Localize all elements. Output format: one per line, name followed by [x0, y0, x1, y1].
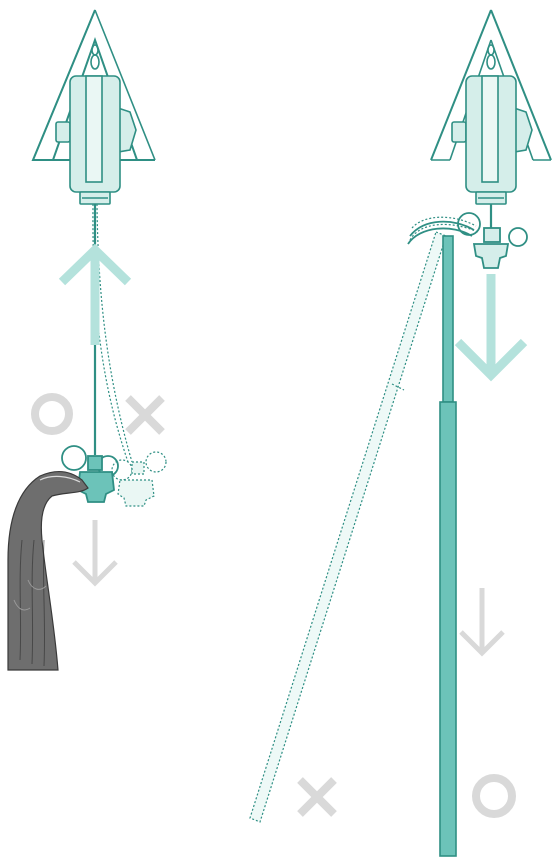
hook-dashed [409, 216, 479, 241]
plug-right [457, 212, 528, 269]
reel-housing-left [31, 9, 156, 205]
hook-solid [407, 220, 475, 245]
down-arrow-icon [72, 520, 118, 587]
pole-solid [439, 235, 457, 857]
pole-dashed [249, 231, 447, 823]
plug-dashed [111, 451, 167, 507]
side-knob-left [55, 121, 71, 143]
cord-dashed [92, 203, 129, 463]
down-arrow-icon [454, 274, 528, 382]
circle-ok-icon [31, 393, 73, 435]
hand-arm [7, 471, 89, 671]
up-arrow-icon [58, 243, 132, 345]
cross-ng-icon [297, 777, 337, 817]
circle-ok-icon [472, 774, 516, 818]
left-panel-hand-pull [7, 9, 167, 671]
down-arrow-icon-small [459, 588, 505, 657]
reel-housing-right [430, 9, 552, 228]
right-panel-pole-pull [249, 9, 552, 857]
chain-link [90, 54, 100, 70]
cross-ng-icon [125, 395, 165, 435]
plug-solid [61, 445, 119, 503]
